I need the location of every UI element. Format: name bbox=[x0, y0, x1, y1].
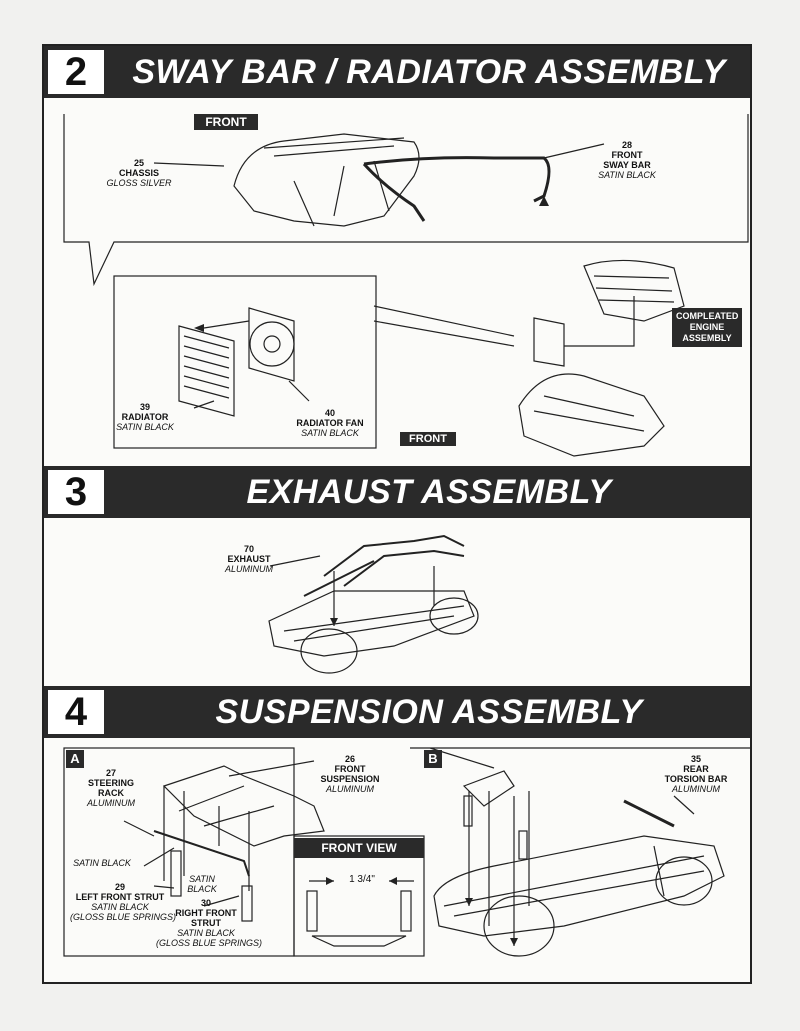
zoom-frame bbox=[113, 275, 377, 449]
engine-assembly-tag: COMPLEATED ENGINE ASSEMBLY bbox=[672, 308, 742, 347]
front-view-header: FRONT VIEW bbox=[294, 838, 424, 858]
front-suspension-label: 26 FRONT SUSPENSION ALUMINUM bbox=[320, 754, 380, 794]
step-number: 4 bbox=[48, 690, 104, 734]
sway-bar-label: 28 FRONT SWAY BAR SATIN BLACK bbox=[598, 140, 656, 180]
step-2-header: 2 SWAY BAR / RADIATOR ASSEMBLY bbox=[44, 46, 750, 98]
chassis-label: 25 CHASSIS GLOSS SILVER bbox=[106, 158, 172, 188]
exhaust-label: 70 EXHAUST ALUMINUM bbox=[224, 544, 273, 574]
panel-b-badge: B bbox=[424, 750, 442, 768]
step-number: 2 bbox=[48, 50, 104, 94]
front-tag: FRONT bbox=[194, 114, 258, 130]
step-4-header: 4 SUSPENSION ASSEMBLY bbox=[44, 686, 750, 738]
dimension-label: 1 3/4" bbox=[349, 874, 375, 885]
radiator-label: 39 RADIATOR SATIN BLACK bbox=[116, 402, 174, 432]
panel-a-badge: A bbox=[66, 750, 84, 768]
front-tag-bottom: FRONT bbox=[400, 432, 456, 446]
step-3-header: 3 EXHAUST ASSEMBLY bbox=[44, 466, 750, 518]
satin-black-note-2: SATIN BLACK bbox=[187, 874, 217, 894]
steering-rack-label: 27 STEERING RACK ALUMINUM bbox=[86, 768, 135, 808]
step-title: SWAY BAR / RADIATOR ASSEMBLY bbox=[132, 53, 726, 91]
step-title: EXHAUST ASSEMBLY bbox=[246, 473, 612, 511]
front-view-frame bbox=[293, 835, 425, 957]
right-front-strut-label: 30 RIGHT FRONT STRUT SATIN BLACK (GLOSS … bbox=[156, 898, 263, 948]
step-title: SUSPENSION ASSEMBLY bbox=[215, 693, 643, 731]
rear-torsion-bar-label: 35 REAR TORSION BAR ALUMINUM bbox=[664, 754, 728, 794]
left-front-strut-label: 29 LEFT FRONT STRUT SATIN BLACK (GLOSS B… bbox=[70, 882, 177, 922]
radiator-fan-label: 40 RADIATOR FAN SATIN BLACK bbox=[296, 408, 364, 438]
satin-black-note-1: SATIN BLACK bbox=[73, 858, 131, 868]
instruction-sheet: 2 SWAY BAR / RADIATOR ASSEMBLY bbox=[42, 44, 752, 984]
step-number: 3 bbox=[48, 470, 104, 514]
callout-bubble bbox=[63, 114, 749, 287]
